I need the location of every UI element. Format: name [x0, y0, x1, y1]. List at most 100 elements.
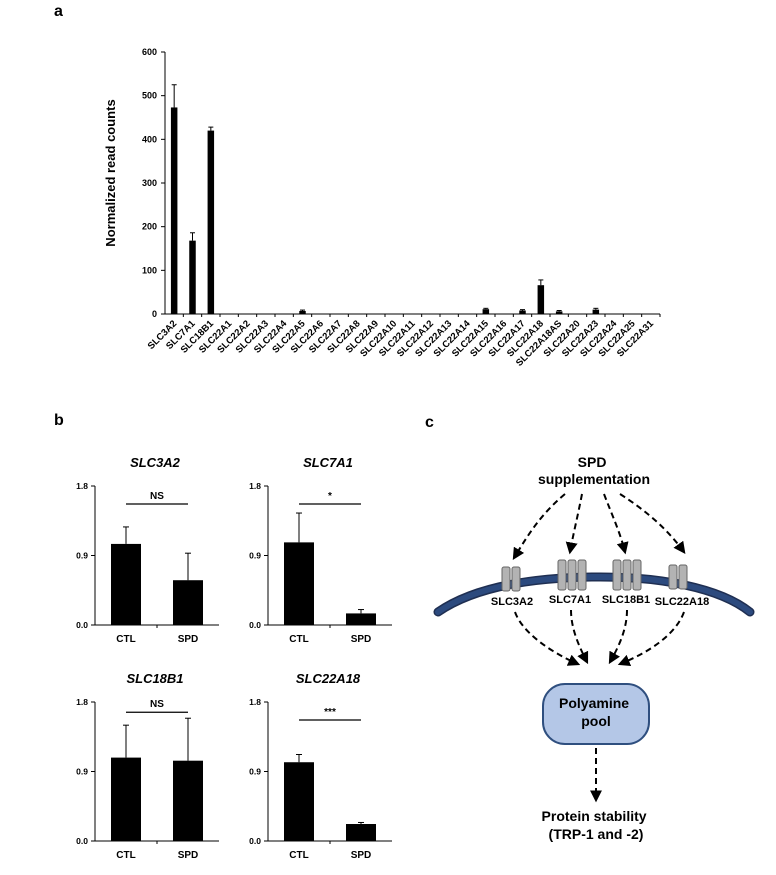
- chart-a-bar: [189, 240, 196, 314]
- chart-b-slc22a18-ytick-label: 0.9: [249, 767, 261, 777]
- chart-a-ytick-label: 200: [142, 222, 157, 232]
- spd-label-line-1: SPD: [578, 454, 607, 470]
- transporter-slc18b1-subunit: [632, 559, 642, 591]
- transporter-slc18b1-subunit: [612, 559, 622, 591]
- chart-a-bar: [170, 107, 178, 314]
- chart-a-bar: [592, 309, 600, 314]
- arrow-slc3a2-to-pool: [514, 611, 581, 666]
- arrow-spd-to-slc3a2: [512, 493, 566, 561]
- transporter-slc7a1-subunit: [557, 559, 567, 591]
- transporter-slc22a18-subunit: [678, 564, 688, 590]
- chart-b-slc3a2-title: SLC3A2: [130, 455, 181, 470]
- arrow-spd-to-slc7a1: [565, 493, 583, 555]
- chart-b-slc22a18-bar: [346, 824, 376, 841]
- polyamine-pool-label: Polyamine pool: [559, 695, 633, 729]
- chart-b-slc3a2-significance-label: NS: [150, 491, 164, 502]
- transporter-slc3a2: SLC3A2: [491, 566, 533, 608]
- panel-letter-c: c: [425, 414, 434, 431]
- chart-a-bar: [519, 310, 526, 314]
- chart-a-bar: [555, 311, 563, 314]
- chart-b-slc7a1-title: SLC7A1: [303, 455, 353, 470]
- chart-b-slc3a2-bar: [111, 543, 141, 625]
- chart-b-slc22a18-ytick-label: 1.8: [249, 697, 261, 707]
- chart-b-slc7a1-significance-label: *: [328, 491, 332, 502]
- chart-b-slc18b1-bar: [173, 760, 203, 841]
- chart-b-slc7a1-category-label: SPD: [351, 634, 372, 645]
- chart-a-ytick-label: 500: [142, 91, 157, 101]
- spd-label-line-2: supplementation: [538, 471, 650, 487]
- chart-a-ytick-label: 400: [142, 134, 157, 144]
- chart-b-slc18b1-ytick-label: 0.9: [76, 767, 88, 777]
- arrow-slc7a1-to-pool: [570, 609, 589, 665]
- chart-a-ytick-label: 0: [152, 309, 157, 319]
- spd-supplementation-label: SPD supplementation: [538, 454, 650, 487]
- chart-b-slc7a1-category-label: CTL: [289, 634, 308, 645]
- arrow-slc22a18-to-pool: [617, 611, 685, 667]
- chart-b-slc3a2-category-label: CTL: [116, 634, 135, 645]
- chart-b-slc3a2-category-label: SPD: [178, 634, 199, 645]
- chart-b-slc22a18-bar: [284, 762, 314, 841]
- transporter-slc7a1: SLC7A1: [549, 559, 591, 606]
- chart-b-slc22a18-significance-label: ***: [324, 707, 336, 718]
- chart-b-slc7a1-bar: [284, 542, 314, 625]
- chart-b-slc7a1-ytick-label: 0.9: [249, 551, 261, 561]
- pathway-diagram: SPD supplementation SLC3A2 SLC7A1 SLC18B…: [433, 454, 755, 842]
- chart-b-slc22a18-ytick-label: 0.0: [249, 836, 261, 846]
- chart-a-ytick-label: 600: [142, 47, 157, 57]
- chart-a: Normalized read counts 0 100 200 300 400 500 6…: [103, 47, 661, 369]
- chart-b-slc18b1-ytick-label: 0.0: [76, 836, 88, 846]
- chart-b-slc22a18-title: SLC22A18: [296, 671, 361, 686]
- transporter-slc22a18-label: SLC22A18: [655, 596, 709, 608]
- transporter-slc18b1-subunit: [622, 559, 632, 591]
- chart-a-ylabel: Normalized read counts: [103, 99, 118, 246]
- chart-a-ytick-label: 100: [142, 265, 157, 275]
- chart-b-slc7a1-ytick-label: 0.0: [249, 620, 261, 630]
- transporter-slc7a1-subunit: [577, 559, 587, 591]
- transporter-slc18b1: SLC18B1: [602, 559, 650, 606]
- outcome-label-line-1: Protein stability: [542, 808, 647, 824]
- chart-b-slc3a2-bar: [173, 580, 203, 625]
- chart-b-slc22a18-category-label: CTL: [289, 850, 308, 861]
- chart-a-bar: [482, 309, 490, 314]
- transporter-slc3a2-subunit: [511, 566, 521, 592]
- chart-b-slc18b1-category-label: SPD: [178, 850, 199, 861]
- pool-label-line-1: Polyamine: [559, 695, 629, 711]
- chart-b-slc3a2-ytick-label: 0.9: [76, 551, 88, 561]
- polyamine-pool-box: [542, 683, 650, 745]
- chart-a-bar: [537, 285, 545, 314]
- protein-stability-label: Protein stability (TRP-1 and -2): [542, 808, 651, 842]
- arrow-spd-to-slc18b1: [603, 493, 629, 555]
- chart-b-slc18b1-ytick-label: 1.8: [76, 697, 88, 707]
- transporter-slc3a2-subunit: [501, 566, 511, 592]
- chart-b-slc18b1-significance-label: NS: [150, 699, 164, 710]
- chart-b-slc3a2-ytick-label: 1.8: [76, 481, 88, 491]
- outcome-label-line-2: (TRP-1 and -2): [549, 826, 644, 842]
- chart-a-bar: [299, 310, 306, 314]
- chart-b-slc7a1-bar: [346, 613, 376, 625]
- transporter-slc22a18-subunit: [668, 564, 678, 590]
- chart-b-slc3a2-ytick-label: 0.0: [76, 620, 88, 630]
- transporter-slc3a2-label: SLC3A2: [491, 596, 533, 608]
- cell-membrane-fill: [435, 573, 753, 615]
- chart-b-slc18b1-category-label: CTL: [116, 850, 135, 861]
- chart-b-slc22a18-category-label: SPD: [351, 850, 372, 861]
- pool-label-line-2: pool: [581, 713, 611, 729]
- transporter-slc22a18: SLC22A18: [655, 564, 709, 608]
- chart-a-ytick-label: 300: [142, 178, 157, 188]
- panel-letter-a: a: [54, 3, 63, 20]
- panel-letter-b: b: [54, 412, 64, 429]
- transporter-slc7a1-subunit: [567, 559, 577, 591]
- chart-b-slc7a1-ytick-label: 1.8: [249, 481, 261, 491]
- arrow-spd-to-slc22a18: [619, 493, 686, 554]
- transporter-slc18b1-label: SLC18B1: [602, 594, 650, 606]
- chart-b-slc18b1-title: SLC18B1: [126, 671, 183, 686]
- transporter-slc7a1-label: SLC7A1: [549, 594, 591, 606]
- arrow-slc18b1-to-pool: [608, 609, 628, 665]
- chart-a-bar: [207, 130, 215, 314]
- chart-b-slc18b1-bar: [111, 757, 141, 841]
